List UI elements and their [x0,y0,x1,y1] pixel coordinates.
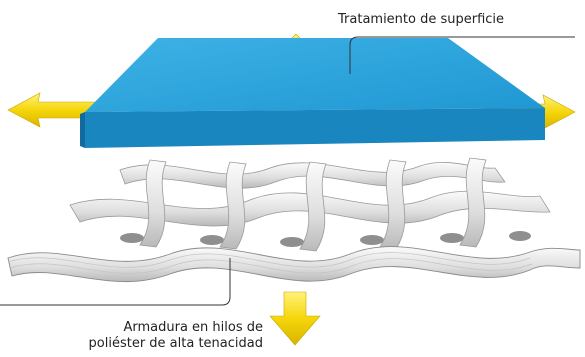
leader-line-bottom [0,258,231,306]
fabric-label: Armadura en hilos de poliéster de alta t… [89,320,263,352]
fabric-label-line2: poliéster de alta tenacidad [88,336,263,351]
fabric-weave [7,157,581,283]
surface-treatment-label: Tratamiento de superficie [338,12,505,27]
arrow-down-icon [269,291,321,346]
leader-line-top [349,36,575,74]
fabric-label-line1: Armadura en hilos de [123,320,263,335]
surface-coating-layer [80,38,545,148]
